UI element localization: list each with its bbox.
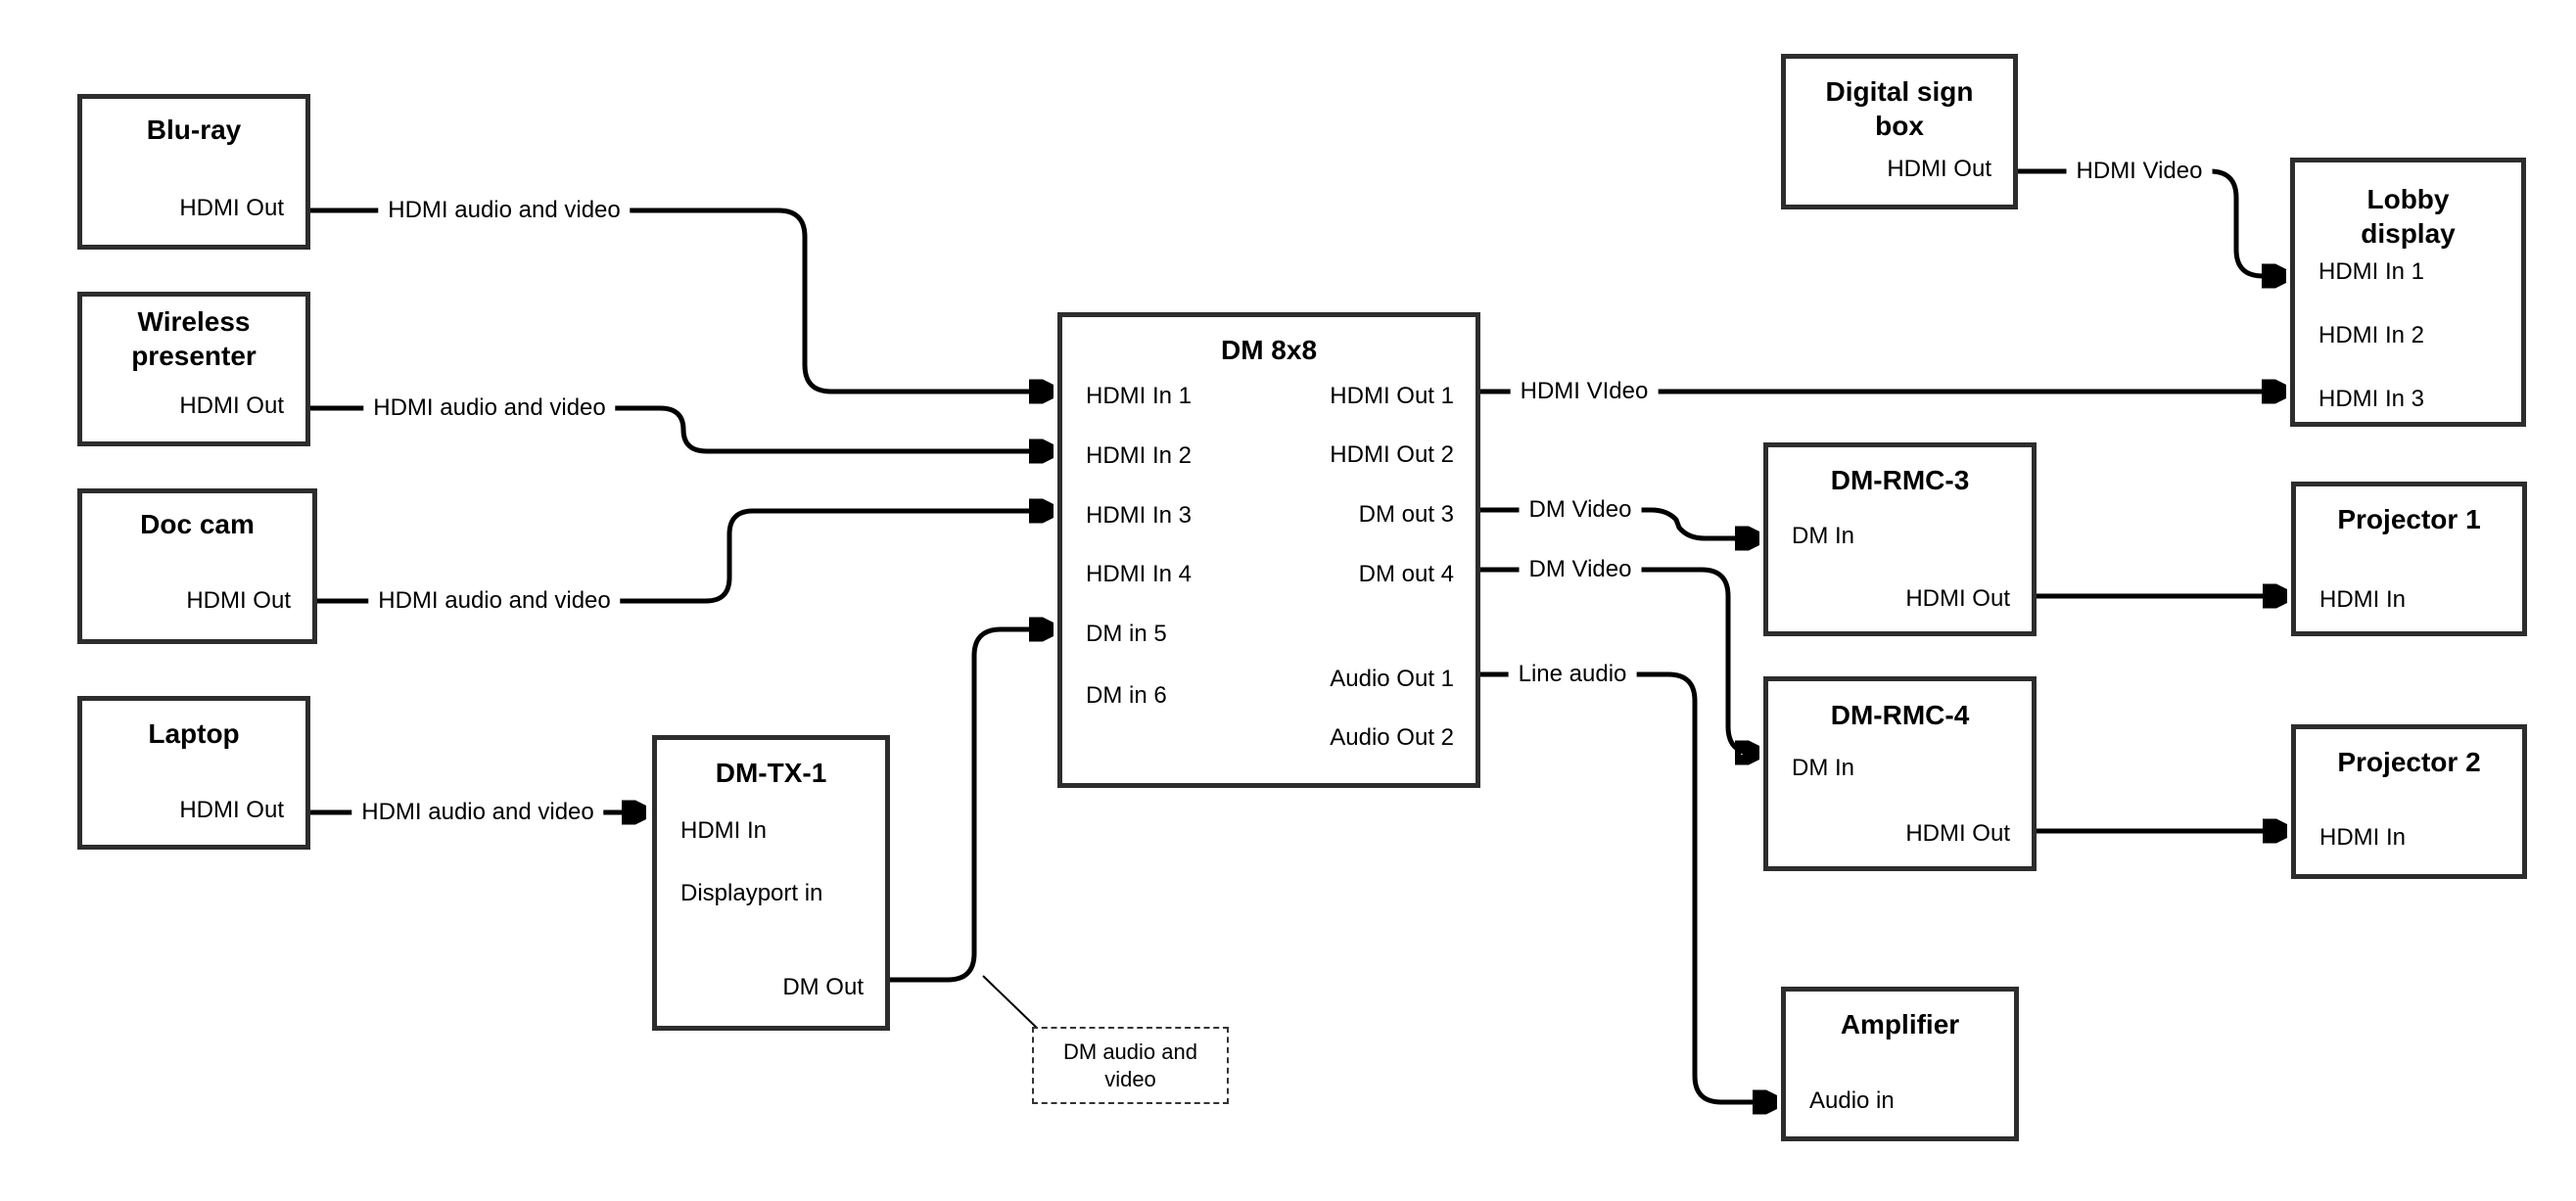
port-hdmi-in: HDMI In	[2319, 586, 2407, 613]
wire-sign-to-lobby-in1	[2018, 168, 2286, 276]
node-title: Projector 2	[2337, 747, 2481, 777]
node-title: Amplifier	[1840, 1009, 1960, 1039]
port-hdmi-in-2: HDMI In 2	[1086, 442, 1193, 469]
port-hdmi-in-2: HDMI In 2	[2318, 322, 2425, 348]
port-hdmi-in-1: HDMI In 1	[2318, 258, 2425, 285]
node-title: Blu-ray	[146, 115, 242, 145]
node-laptop[interactable]: Laptop HDMI Out	[77, 696, 310, 850]
port-dm-out: DM Out	[782, 974, 864, 1000]
port-hdmi-out-1: HDMI Out 1	[1330, 383, 1454, 409]
node-dm-8x8[interactable]: DM 8x8 HDMI In 1 HDMI In 2 HDMI In 3 HDM…	[1057, 312, 1480, 788]
wire-dmout3-to-rmc3	[1480, 507, 1759, 538]
node-title: Doc cam	[140, 509, 255, 539]
node-title: DM-RMC-3	[1830, 465, 1970, 495]
node-title: DM-TX-1	[715, 758, 827, 788]
port-hdmi-out-2: HDMI Out 2	[1330, 441, 1454, 468]
port-dm-in: DM In	[1792, 755, 1855, 781]
edge-label-line-audio: Line audio	[1508, 661, 1637, 688]
port-hdmi-out: HDMI Out	[186, 587, 291, 614]
node-doc-cam[interactable]: Doc cam HDMI Out	[77, 488, 317, 644]
port-hdmi-in-1: HDMI In 1	[1086, 383, 1193, 409]
node-projector-1[interactable]: Projector 1 HDMI In	[2291, 482, 2527, 636]
port-hdmi-out: HDMI Out	[1905, 820, 2010, 847]
node-title: DM-RMC-4	[1830, 700, 1970, 730]
note-text: DM audio and video	[1063, 1039, 1197, 1091]
port-dm-in-6: DM in 6	[1086, 682, 1167, 709]
node-title: DM 8x8	[1220, 335, 1318, 365]
port-audio-in: Audio in	[1809, 1087, 1895, 1114]
port-hdmi-in: HDMI In	[2319, 824, 2407, 851]
node-dm-rmc-3[interactable]: DM-RMC-3 DM In HDMI Out	[1763, 442, 2037, 636]
node-title: Wireless presenter	[131, 306, 257, 371]
edge-label-hdmi-video-out1: HDMI VIdeo	[1510, 378, 1659, 405]
note-callout-line	[982, 975, 1041, 1032]
edge-label-dm-video-out3: DM Video	[1519, 496, 1642, 524]
port-hdmi-out: HDMI Out	[1887, 156, 1991, 182]
port-dm-in-5: DM in 5	[1086, 621, 1167, 647]
node-title: Projector 1	[2337, 504, 2481, 534]
node-amplifier[interactable]: Amplifier Audio in	[1781, 987, 2019, 1141]
node-title: Laptop	[148, 718, 240, 749]
wire-doccam-to-hdmi-in3	[312, 511, 1054, 604]
wire-wireless-to-hdmi-in2	[310, 405, 1054, 451]
node-title: Digital sign box	[1825, 76, 1974, 141]
node-projector-2[interactable]: Projector 2 HDMI In	[2291, 724, 2527, 879]
node-wireless-presenter[interactable]: Wireless presenter HDMI Out	[77, 292, 310, 446]
wire-dmtx1-to-dm-in5	[890, 629, 1054, 983]
edge-label-bluray: HDMI audio and video	[378, 197, 631, 224]
edge-label-sign-hdmi-video: HDMI Video	[2066, 158, 2213, 185]
node-title: Lobby display	[2361, 184, 2456, 249]
port-hdmi-out: HDMI Out	[179, 195, 284, 221]
port-dm-out-4: DM out 4	[1358, 561, 1454, 587]
port-hdmi-in-3: HDMI In 3	[1086, 502, 1193, 529]
port-hdmi-out: HDMI Out	[1905, 585, 2010, 612]
node-bluray[interactable]: Blu-ray HDMI Out	[77, 94, 310, 250]
port-hdmi-in-4: HDMI In 4	[1086, 561, 1193, 587]
wire-dmout4-to-rmc4	[1480, 567, 1759, 753]
edge-label-doccam: HDMI audio and video	[368, 587, 621, 615]
edge-label-laptop: HDMI audio and video	[351, 799, 604, 826]
edge-label-dm-video-out4: DM Video	[1519, 556, 1642, 583]
port-hdmi-in: HDMI In	[680, 817, 768, 844]
port-dm-in: DM In	[1792, 523, 1855, 549]
wire-bluray-to-hdmi-in1	[310, 208, 1054, 392]
port-displayport-in: Displayport in	[680, 880, 823, 906]
port-audio-out-1: Audio Out 1	[1330, 666, 1454, 692]
edge-label-wireless: HDMI audio and video	[363, 394, 616, 422]
port-audio-out-2: Audio Out 2	[1330, 724, 1454, 751]
note-dm-audio-and-video[interactable]: DM audio and video	[1032, 1027, 1229, 1104]
node-digital-sign-box[interactable]: Digital sign box HDMI Out	[1781, 54, 2018, 209]
port-dm-out-3: DM out 3	[1358, 501, 1454, 528]
port-hdmi-out: HDMI Out	[179, 393, 284, 419]
port-hdmi-in-3: HDMI In 3	[2318, 386, 2425, 412]
wire-audioout1-to-amplifier	[1480, 671, 1777, 1102]
node-lobby-display[interactable]: Lobby display HDMI In 1 HDMI In 2 HDMI I…	[2290, 158, 2526, 427]
node-dm-rmc-4[interactable]: DM-RMC-4 DM In HDMI Out	[1763, 676, 2037, 871]
node-dm-tx-1[interactable]: DM-TX-1 HDMI In Displayport in DM Out	[652, 735, 890, 1031]
port-hdmi-out: HDMI Out	[179, 797, 284, 823]
